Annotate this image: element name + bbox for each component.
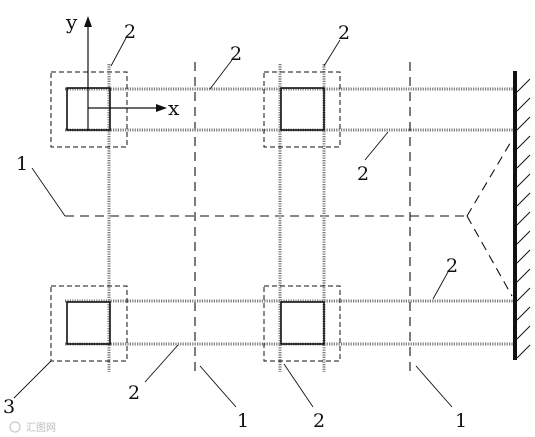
pile-cap-bottom-left [50, 285, 128, 362]
part-labels: 2 2 2 2 1 2 3 2 1 2 1 [3, 21, 467, 432]
leader-bottom-left-corner [13, 360, 52, 399]
label-left-middle: 1 [16, 153, 28, 175]
grid-lines [65, 62, 513, 372]
steel-members [65, 64, 514, 372]
label-bottom-right: 1 [455, 410, 467, 432]
x-axis-label: x [168, 96, 180, 120]
y-axis-arrow [84, 16, 92, 27]
leader-bottom-middle-1 [199, 365, 237, 408]
label-bottom-left: 2 [128, 382, 140, 404]
label-top-center: 2 [230, 43, 242, 65]
watermark-text: 汇图网 [26, 421, 56, 434]
label-bottom-middle-2: 2 [313, 410, 325, 432]
label-top-left: 2 [124, 21, 136, 43]
pile-cap-top-left [50, 71, 128, 148]
label-top-right: 2 [338, 22, 350, 44]
leader-left-middle [31, 167, 66, 217]
diagonal-grid-line-upper [466, 139, 513, 217]
x-axis-arrow [156, 104, 167, 112]
label-bottom-middle-1: 1 [237, 410, 249, 432]
support-wall [513, 71, 531, 360]
pile-cap-outlines [50, 71, 341, 362]
coordinate-axes: y x [65, 10, 180, 131]
leader-top-center [209, 59, 233, 90]
core-bottom-right [280, 301, 325, 345]
leader-lines [13, 37, 453, 408]
leader-bottom-left [144, 344, 179, 383]
watermark-logo-icon [9, 421, 21, 433]
leader-right-upper [364, 131, 389, 161]
watermark: 汇图网 [9, 421, 56, 434]
y-axis-label: y [65, 10, 78, 34]
leader-right-lower [432, 271, 449, 300]
wall-hatching [516, 78, 531, 359]
leader-top-left [110, 37, 127, 67]
pile-cap-bottom-right [263, 285, 341, 362]
core-bottom-left [66, 301, 111, 345]
label-bottom-left-corner: 3 [3, 396, 15, 418]
leader-bottom-right [415, 365, 453, 408]
diagonal-grid-line-lower [466, 215, 513, 297]
label-right-lower: 2 [446, 255, 458, 277]
core-top-right [280, 87, 325, 131]
label-right-upper: 2 [357, 163, 369, 185]
leader-top-right [323, 39, 341, 67]
leader-bottom-middle-2 [283, 363, 314, 408]
pile-cap-top-right [263, 71, 341, 148]
